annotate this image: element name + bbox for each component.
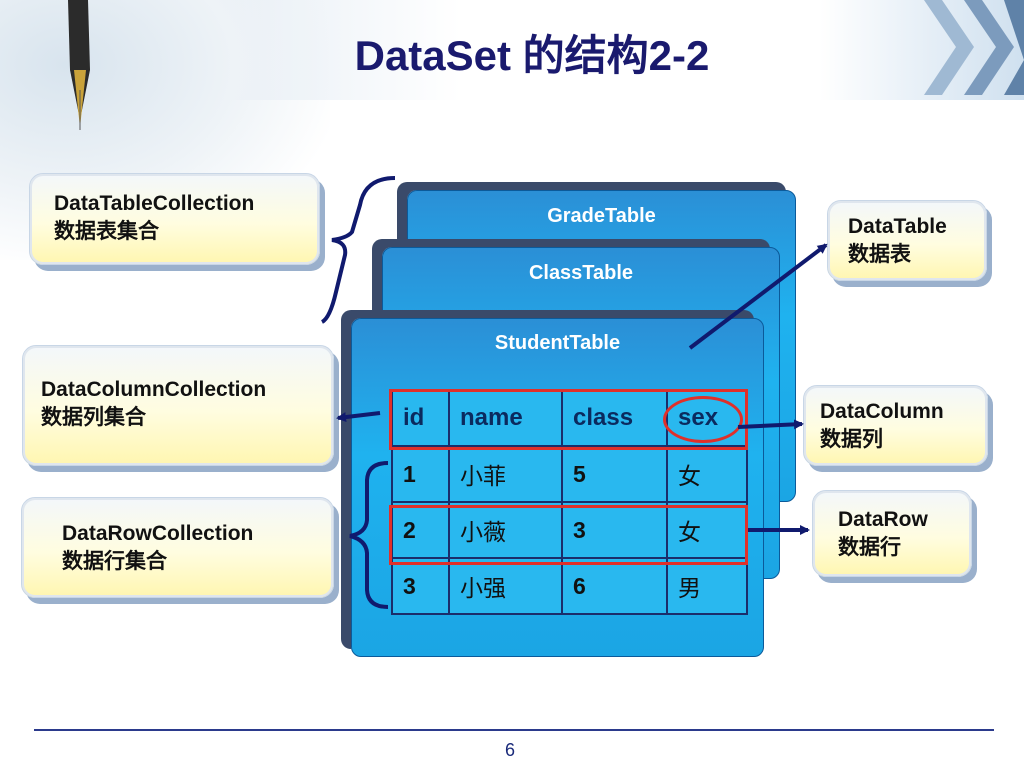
datarow-callout: DataRow 数据行 [812, 490, 972, 577]
class-table-label: ClassTable [528, 262, 634, 284]
fountain-pen-icon [68, 0, 90, 130]
datacolumn-callout: DataColumn 数据列 [803, 385, 988, 466]
table-cell: 2 [391, 501, 450, 559]
datacolumn-arrow [737, 419, 804, 430]
callout-subtitle: 数据行 [838, 536, 901, 559]
table-cell: 男 [666, 557, 748, 615]
student-data-grid: id name class sex 1 小菲 5 女 2 小薇 3 女 3 小强… [391, 389, 748, 615]
callout-title: DataColumn [820, 400, 944, 423]
footer-divider [34, 729, 994, 731]
callout-title: DataRowCollection [62, 522, 254, 545]
column-header: id [391, 389, 450, 447]
table-cell: 5 [561, 445, 668, 503]
page-title: DataSet 的结构2-2 [354, 32, 710, 79]
callout-subtitle: 数据列集合 [41, 406, 146, 429]
callout-subtitle: 数据行集合 [62, 550, 167, 573]
callout-title: DataTableCollection [54, 192, 255, 215]
callout-title: DataRow [838, 508, 928, 531]
datacolumncollection-callout: DataColumnCollection 数据列集合 [22, 345, 334, 466]
table-collection-brace [320, 176, 396, 324]
chevron-decoration-icon [924, 0, 1024, 95]
datatable-callout: DataTable 数据表 [827, 200, 987, 281]
data-row-highlight [389, 505, 748, 565]
callout-subtitle: 数据表集合 [54, 220, 159, 243]
grade-table-label: GradeTable [547, 205, 656, 227]
table-cell: 3 [561, 501, 668, 559]
header-row-highlight [389, 389, 748, 450]
datatablecollection-callout: DataTableCollection 数据表集合 [29, 173, 320, 265]
sex-column-highlight [663, 396, 743, 443]
callout-subtitle: 数据表 [848, 243, 911, 266]
datarowcollection-callout: DataRowCollection 数据行集合 [21, 497, 334, 598]
datatable-arrow [688, 243, 828, 350]
datacolumncollection-arrow [336, 411, 381, 423]
table-cell: 3 [391, 557, 450, 615]
callout-subtitle: 数据列 [820, 428, 883, 451]
table-cell: 6 [561, 557, 668, 615]
table-row: 3 小强 6 男 [391, 557, 748, 615]
page-number: 6 [505, 740, 516, 760]
column-header: name [448, 389, 563, 447]
header-row: id name class sex [391, 389, 748, 447]
callout-title: DataTable [848, 215, 947, 238]
table-cell: 女 [666, 501, 748, 559]
table-cell: 小薇 [448, 501, 563, 559]
callout-title: DataColumnCollection [41, 378, 267, 401]
table-row: 2 小薇 3 女 [391, 501, 748, 559]
table-cell: 小强 [448, 557, 563, 615]
student-table-label: StudentTable [494, 332, 621, 354]
row-collection-brace [349, 461, 389, 609]
